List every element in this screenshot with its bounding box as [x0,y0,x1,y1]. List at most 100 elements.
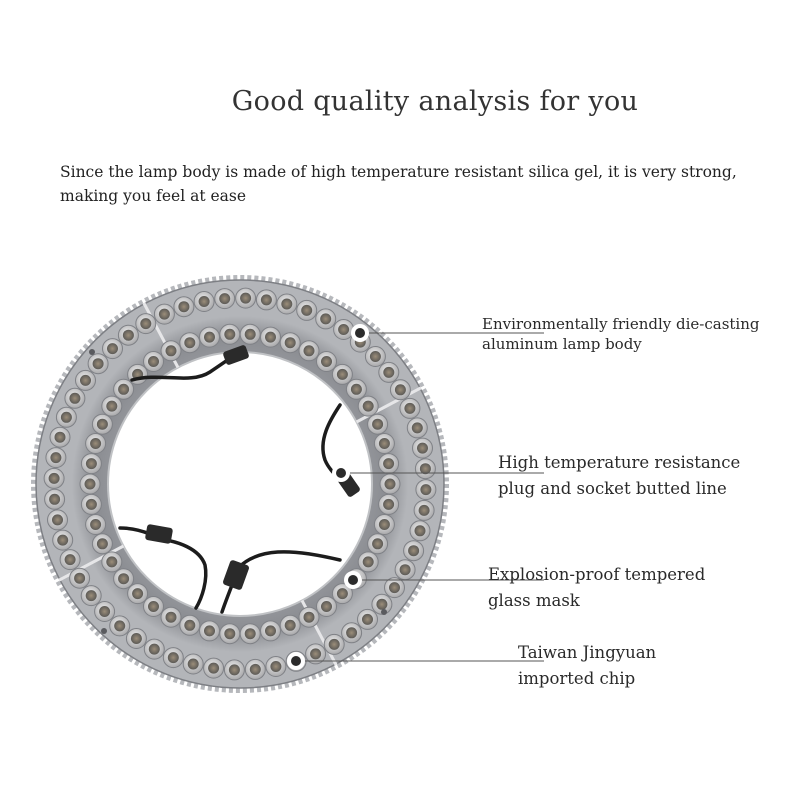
callout-plug-socket-line2: plug and socket butted line [498,479,727,498]
led-chip [69,567,91,589]
led-chip [341,622,363,644]
led-chip [406,417,428,439]
callout-glass-mask-line1: Explosion-proof tempered [488,565,706,584]
led-chip [87,353,109,375]
led-chip [214,288,236,310]
led-chip [44,488,66,510]
led-chip [394,559,416,581]
led-chip [101,395,123,417]
led-chip [414,458,436,480]
led-chip [127,363,149,385]
led-chip [298,340,320,362]
led-chip [315,308,337,330]
led-chip [143,351,164,372]
led-chip [45,447,67,469]
page-title: Good quality analysis for you [231,86,639,117]
led-chip [49,426,71,448]
led-chip [296,299,318,321]
led-chip [384,577,405,599]
led-chip [412,437,433,459]
led-chip [117,324,139,346]
callout-lamp-body-line2: aluminum lamp body [482,335,642,353]
led-chip [331,363,353,385]
led-chip [276,293,298,315]
callout-chip-line1: Taiwan Jingyuan [518,643,657,662]
led-chip [91,533,113,555]
led-chip [323,633,345,655]
led-chip [143,638,165,660]
led-chip [333,319,355,340]
callout-lamp-body: Environmentally friendly die-casting alu… [482,314,760,354]
led-chip [199,326,220,348]
led-chip [399,397,421,419]
led-chip-array [43,287,437,681]
led-chip [357,608,378,630]
led-chip [75,369,96,391]
led-chip [55,406,77,428]
callout-leaders [296,332,544,662]
led-chip [59,549,81,571]
led-chip [373,433,395,454]
led-chip [235,287,257,309]
led-chip [260,326,281,348]
led-chip [219,623,241,645]
led-chip [279,614,301,636]
led-chip [101,551,123,573]
led-chip [415,479,437,501]
led-chip [378,361,400,383]
led-chip [364,346,386,367]
led-chip [260,620,281,642]
led-chip [357,395,379,417]
led-chip [160,340,182,362]
led-chip [279,332,301,354]
led-chip [47,509,68,531]
led-chip [255,289,277,311]
led-chip [379,473,401,495]
led-chip [113,568,135,590]
led-chip [403,540,425,562]
led-chip [173,296,195,318]
led-chip [113,378,135,400]
led-chip [378,493,400,515]
led-chip [367,533,389,555]
led-chip [135,313,157,335]
led-chip [305,643,327,665]
led-chip [409,520,431,542]
callout-glass-mask-line2: glass mask [488,591,580,610]
led-chip [367,413,389,435]
led-chip [125,628,147,649]
led-chip [85,433,107,454]
callout-plug-socket: High temperature resistance plug and soc… [498,450,740,502]
led-chip [345,378,367,400]
led-chip [239,623,261,645]
led-chip [239,323,261,345]
led-chip [203,657,225,679]
led-chip [223,659,245,681]
led-chip [94,601,116,622]
callout-lamp-body-line1: Environmentally friendly die-casting [482,315,760,333]
callout-plug-socket-line1: High temperature resistance [498,453,741,472]
led-chip [179,332,201,354]
led-chip [219,323,241,345]
led-chip [373,514,395,535]
callout-chip: Taiwan Jingyuan imported chip [518,640,656,692]
led-chip [43,467,65,489]
led-chip [357,551,379,573]
callout-chip-line2: imported chip [518,669,636,688]
led-chip [64,387,86,409]
led-chip [162,647,184,669]
led-chip [143,596,164,617]
callout-markers [287,324,369,670]
led-chip [109,615,131,637]
led-chip [244,658,266,680]
led-chip [160,606,182,628]
led-chip [298,606,320,628]
led-chip [389,379,411,401]
callout-glass-mask: Explosion-proof tempered glass mask [488,562,705,614]
led-chip [80,585,102,607]
led-chip [331,583,353,605]
led-chip [85,514,107,535]
led-chip [316,351,337,372]
led-chip [52,529,74,551]
